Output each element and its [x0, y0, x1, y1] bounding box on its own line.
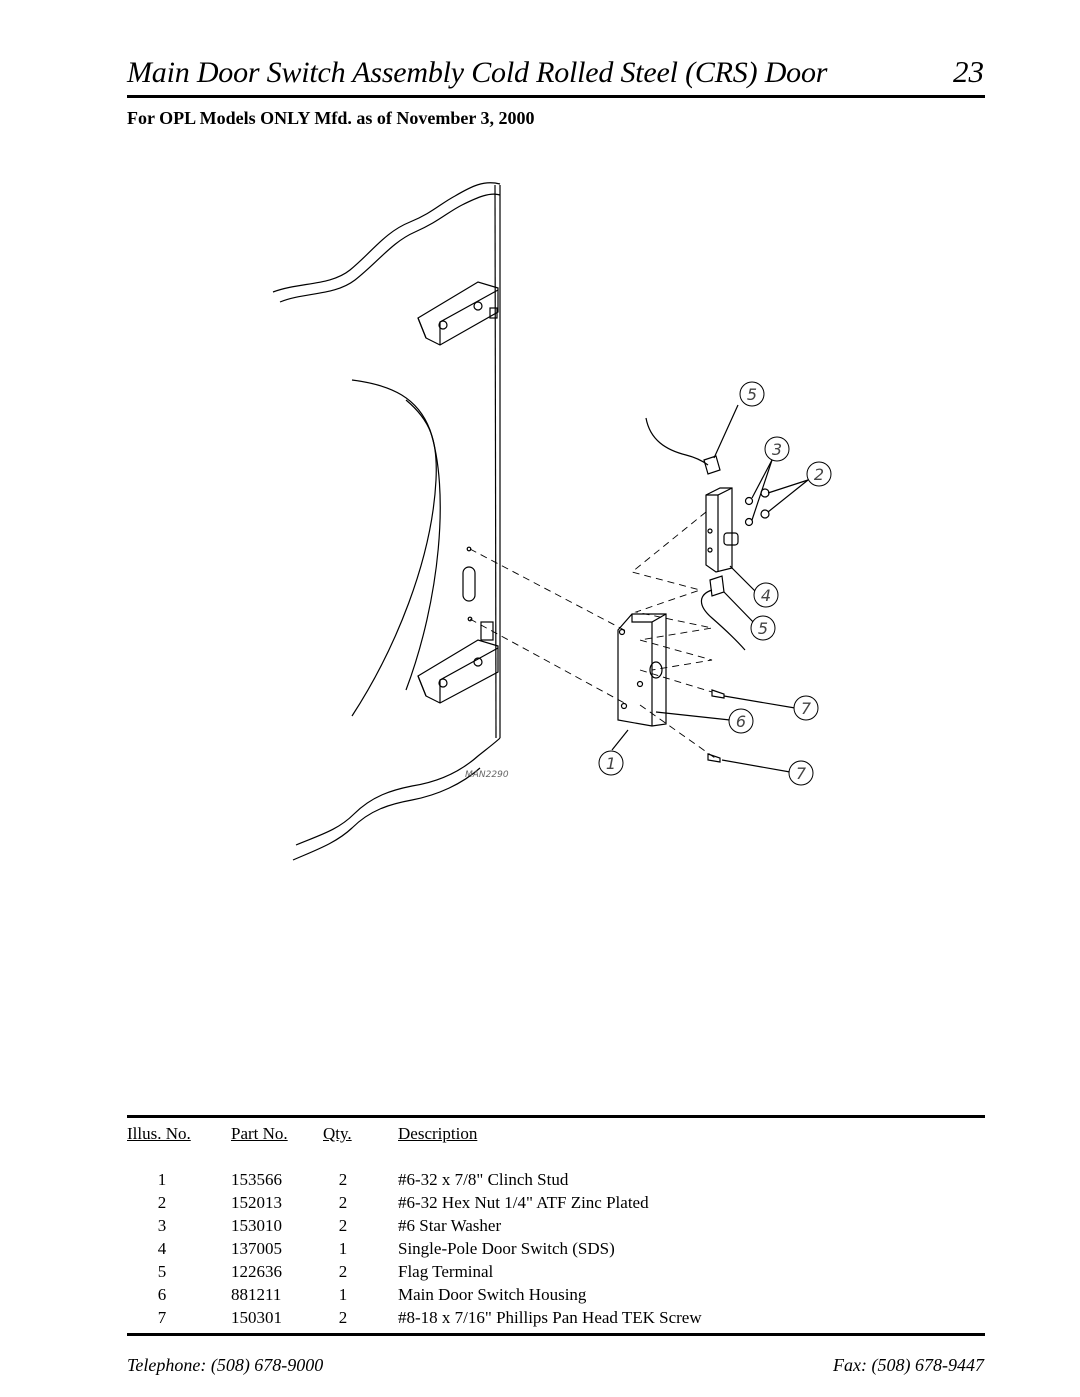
callout-4 — [753, 582, 779, 608]
qty: 2 — [338, 1216, 348, 1235]
qty: 1 — [338, 1239, 348, 1258]
callout-6 — [728, 708, 754, 734]
illus-no: 1 — [157, 1170, 167, 1189]
table-bottom-rule — [127, 1333, 985, 1336]
part-no: 153010 — [231, 1216, 282, 1235]
part-no: 881211 — [231, 1285, 282, 1304]
callout-label: 7 — [796, 764, 807, 783]
header-illus: Illus. No. — [127, 1124, 191, 1143]
callout-5-top — [739, 381, 765, 407]
qty: 2 — [338, 1262, 348, 1281]
callout-2 — [806, 461, 832, 487]
bottom-hinge — [417, 621, 499, 704]
footer-fax: Fax: (508) 678-9447 — [833, 1355, 984, 1375]
part-no: 150301 — [231, 1308, 282, 1327]
callout-1 — [598, 750, 624, 776]
part-no: 137005 — [231, 1239, 282, 1258]
description: Main Door Switch Housing — [398, 1285, 587, 1304]
callout-label: 5 — [747, 385, 757, 404]
callout-7-bottom — [788, 760, 814, 786]
parts-table: Illus. No. Part No. Qty. Description 1 1… — [127, 1124, 985, 1329]
table-row: 7 150301 2 #8-18 x 7/16" Phillips Pan He… — [127, 1308, 985, 1331]
illus-no: 6 — [157, 1285, 167, 1304]
part-no: 122636 — [231, 1262, 282, 1281]
page-title: Main Door Switch Assembly Cold Rolled St… — [127, 56, 828, 89]
table-top-rule — [127, 1115, 985, 1118]
illus-no: 4 — [157, 1239, 167, 1258]
door-edge — [494, 184, 497, 739]
footer-telephone: Telephone: (508) 678-9000 — [127, 1355, 324, 1375]
door-break-bottom — [295, 737, 501, 846]
top-hinge — [417, 281, 499, 346]
callout-label: 7 — [801, 699, 812, 718]
flag-terminal-top — [645, 417, 721, 475]
callout-label: 6 — [736, 712, 746, 731]
drawing-id: MAN2290 — [465, 770, 509, 780]
table-row: 3 153010 2 #6 Star Washer — [127, 1216, 985, 1239]
callout-label: 2 — [814, 465, 824, 484]
callout-5-bottom — [750, 615, 776, 641]
description: #6-32 Hex Nut 1/4" ATF Zinc Plated — [398, 1193, 649, 1212]
illus-no: 2 — [157, 1193, 167, 1212]
part-no: 152013 — [231, 1193, 282, 1212]
qty: 2 — [338, 1308, 348, 1327]
description: #6 Star Washer — [398, 1216, 502, 1235]
header-rule — [127, 95, 985, 98]
description: Single-Pole Door Switch (SDS) — [398, 1239, 615, 1258]
header-qty: Qty. — [323, 1124, 352, 1143]
callout-3 — [764, 436, 790, 462]
flag-terminal-bottom — [700, 575, 746, 651]
table-row: 1 153566 2 #6-32 x 7/8" Clinch Stud — [127, 1170, 985, 1193]
description: #6-32 x 7/8" Clinch Stud — [398, 1170, 569, 1189]
table-row: 5 122636 2 Flag Terminal — [127, 1262, 985, 1285]
description: #8-18 x 7/16" Phillips Pan Head TEK Scre… — [398, 1308, 702, 1327]
illus-no: 3 — [157, 1216, 167, 1235]
qty: 1 — [338, 1285, 348, 1304]
page-subtitle: For OPL Models ONLY Mfd. as of November … — [127, 108, 535, 128]
callout-label: 3 — [772, 440, 782, 459]
callout-7-top — [793, 695, 819, 721]
callout-label: 4 — [761, 586, 771, 605]
page-number: 23 — [953, 54, 984, 89]
qty: 2 — [338, 1193, 348, 1212]
header-desc: Description — [398, 1124, 478, 1143]
door-break-top — [272, 182, 501, 293]
table-row: 2 152013 2 #6-32 Hex Nut 1/4" ATF Zinc P… — [127, 1193, 985, 1216]
callout-label: 5 — [758, 619, 768, 638]
door-switch — [705, 487, 739, 573]
illus-no: 5 — [157, 1262, 167, 1281]
table-row: 6 881211 1 Main Door Switch Housing — [127, 1285, 985, 1308]
illus-no: 7 — [157, 1308, 167, 1327]
part-no: 153566 — [231, 1170, 282, 1189]
qty: 2 — [338, 1170, 348, 1189]
switch-housing — [617, 613, 667, 727]
callout-label: 1 — [606, 754, 616, 773]
door-slot — [462, 566, 476, 602]
description: Flag Terminal — [398, 1262, 494, 1281]
door-opening-curve — [351, 379, 441, 691]
table-row: 4 137005 1 Single-Pole Door Switch (SDS) — [127, 1239, 985, 1262]
header-part: Part No. — [231, 1124, 288, 1143]
exploded-diagram: 5 3 2 4 5 7 6 1 7 MAN2290 — [272, 182, 832, 861]
